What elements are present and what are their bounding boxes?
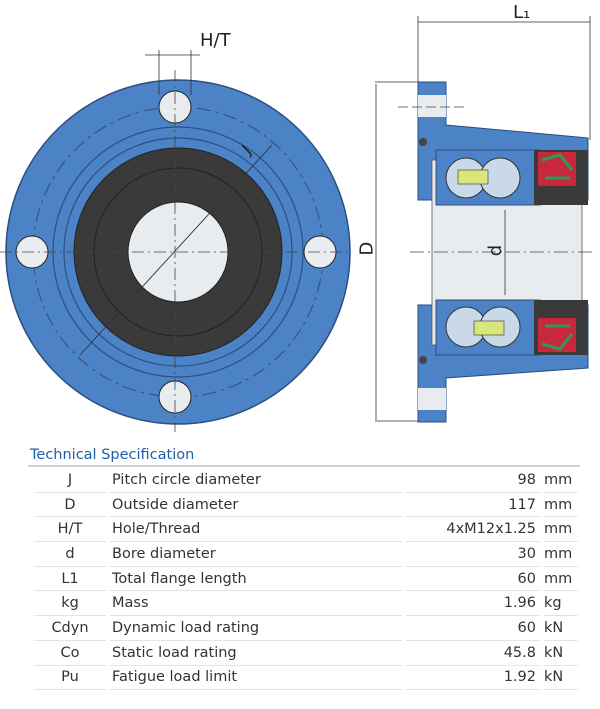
cell-description: Dynamic load rating [110, 616, 402, 641]
cell-value: 117 [406, 493, 540, 518]
cell-symbol: H/T [34, 517, 106, 543]
cell-unit: mm [544, 493, 578, 518]
front-view [0, 50, 351, 432]
cell-unit: kN [544, 641, 578, 666]
cell-description: Total flange length [110, 567, 402, 592]
cell-value: 30 [406, 542, 540, 567]
cell-symbol: J [34, 468, 106, 493]
technical-drawing [0, 16, 595, 432]
cell-description: Pitch circle diameter [110, 468, 402, 493]
cell-value: 4xM12x1.25 [406, 517, 540, 543]
cell-symbol: Cdyn [34, 616, 106, 641]
cell-symbol: L1 [34, 567, 106, 592]
cell-value: 60 [406, 616, 540, 641]
side-view [375, 16, 595, 423]
cell-unit: kN [544, 616, 578, 641]
divider [28, 465, 580, 467]
cell-value: 1.92 [406, 666, 540, 691]
cell-description: Fatigue load limit [110, 666, 402, 691]
cell-value: 1.96 [406, 591, 540, 617]
cell-unit: kN [544, 666, 578, 691]
cell-unit: mm [544, 517, 578, 543]
cell-description: Static load rating [110, 641, 402, 666]
cell-value: 98 [406, 468, 540, 493]
cell-unit: mm [544, 468, 578, 493]
label-outside-diameter: D [356, 241, 378, 256]
cell-value: 60 [406, 567, 540, 592]
cell-symbol: Co [34, 641, 106, 666]
cell-value: 45.8 [406, 641, 540, 666]
cell-symbol: D [34, 493, 106, 518]
label-bore: d [485, 244, 507, 257]
cell-description: Mass [110, 591, 402, 617]
cell-symbol: kg [34, 591, 106, 617]
cell-description: Outside diameter [110, 493, 402, 518]
cell-symbol: Pu [34, 666, 106, 691]
cell-description: Hole/Thread [110, 517, 402, 543]
cell-unit: kg [544, 591, 578, 617]
cell-unit: mm [544, 542, 578, 567]
spec-title: Technical Specification [30, 447, 195, 463]
label-hole-thread: H/T [200, 30, 231, 51]
cell-description: Bore diameter [110, 542, 402, 567]
cell-unit: mm [544, 567, 578, 592]
label-length: L₁ [513, 2, 531, 23]
cell-symbol: d [34, 542, 106, 567]
